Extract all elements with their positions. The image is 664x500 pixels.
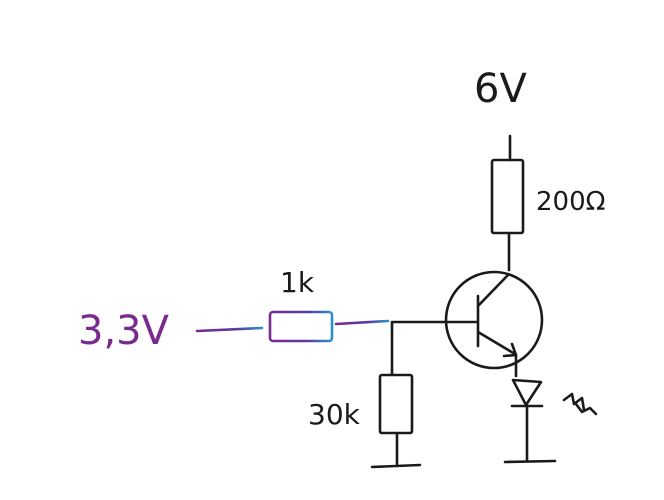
- pulldown-resistor: [378, 373, 414, 466]
- led: [510, 378, 598, 462]
- base-node: [390, 320, 444, 377]
- npn-transistor: [440, 270, 544, 378]
- base-resistor-label: 1k: [280, 266, 315, 299]
- ground-symbol-right: [503, 459, 557, 464]
- collector-resistor-label: 200Ω: [536, 187, 606, 217]
- collector-resistor: [490, 134, 525, 272]
- supply-voltage-label: 6V: [474, 66, 527, 112]
- ground-symbol-left: [370, 463, 422, 469]
- base-resistor: [195, 310, 390, 343]
- input-voltage-label: 3,3V: [78, 308, 170, 354]
- pulldown-resistor-label: 30k: [308, 398, 361, 431]
